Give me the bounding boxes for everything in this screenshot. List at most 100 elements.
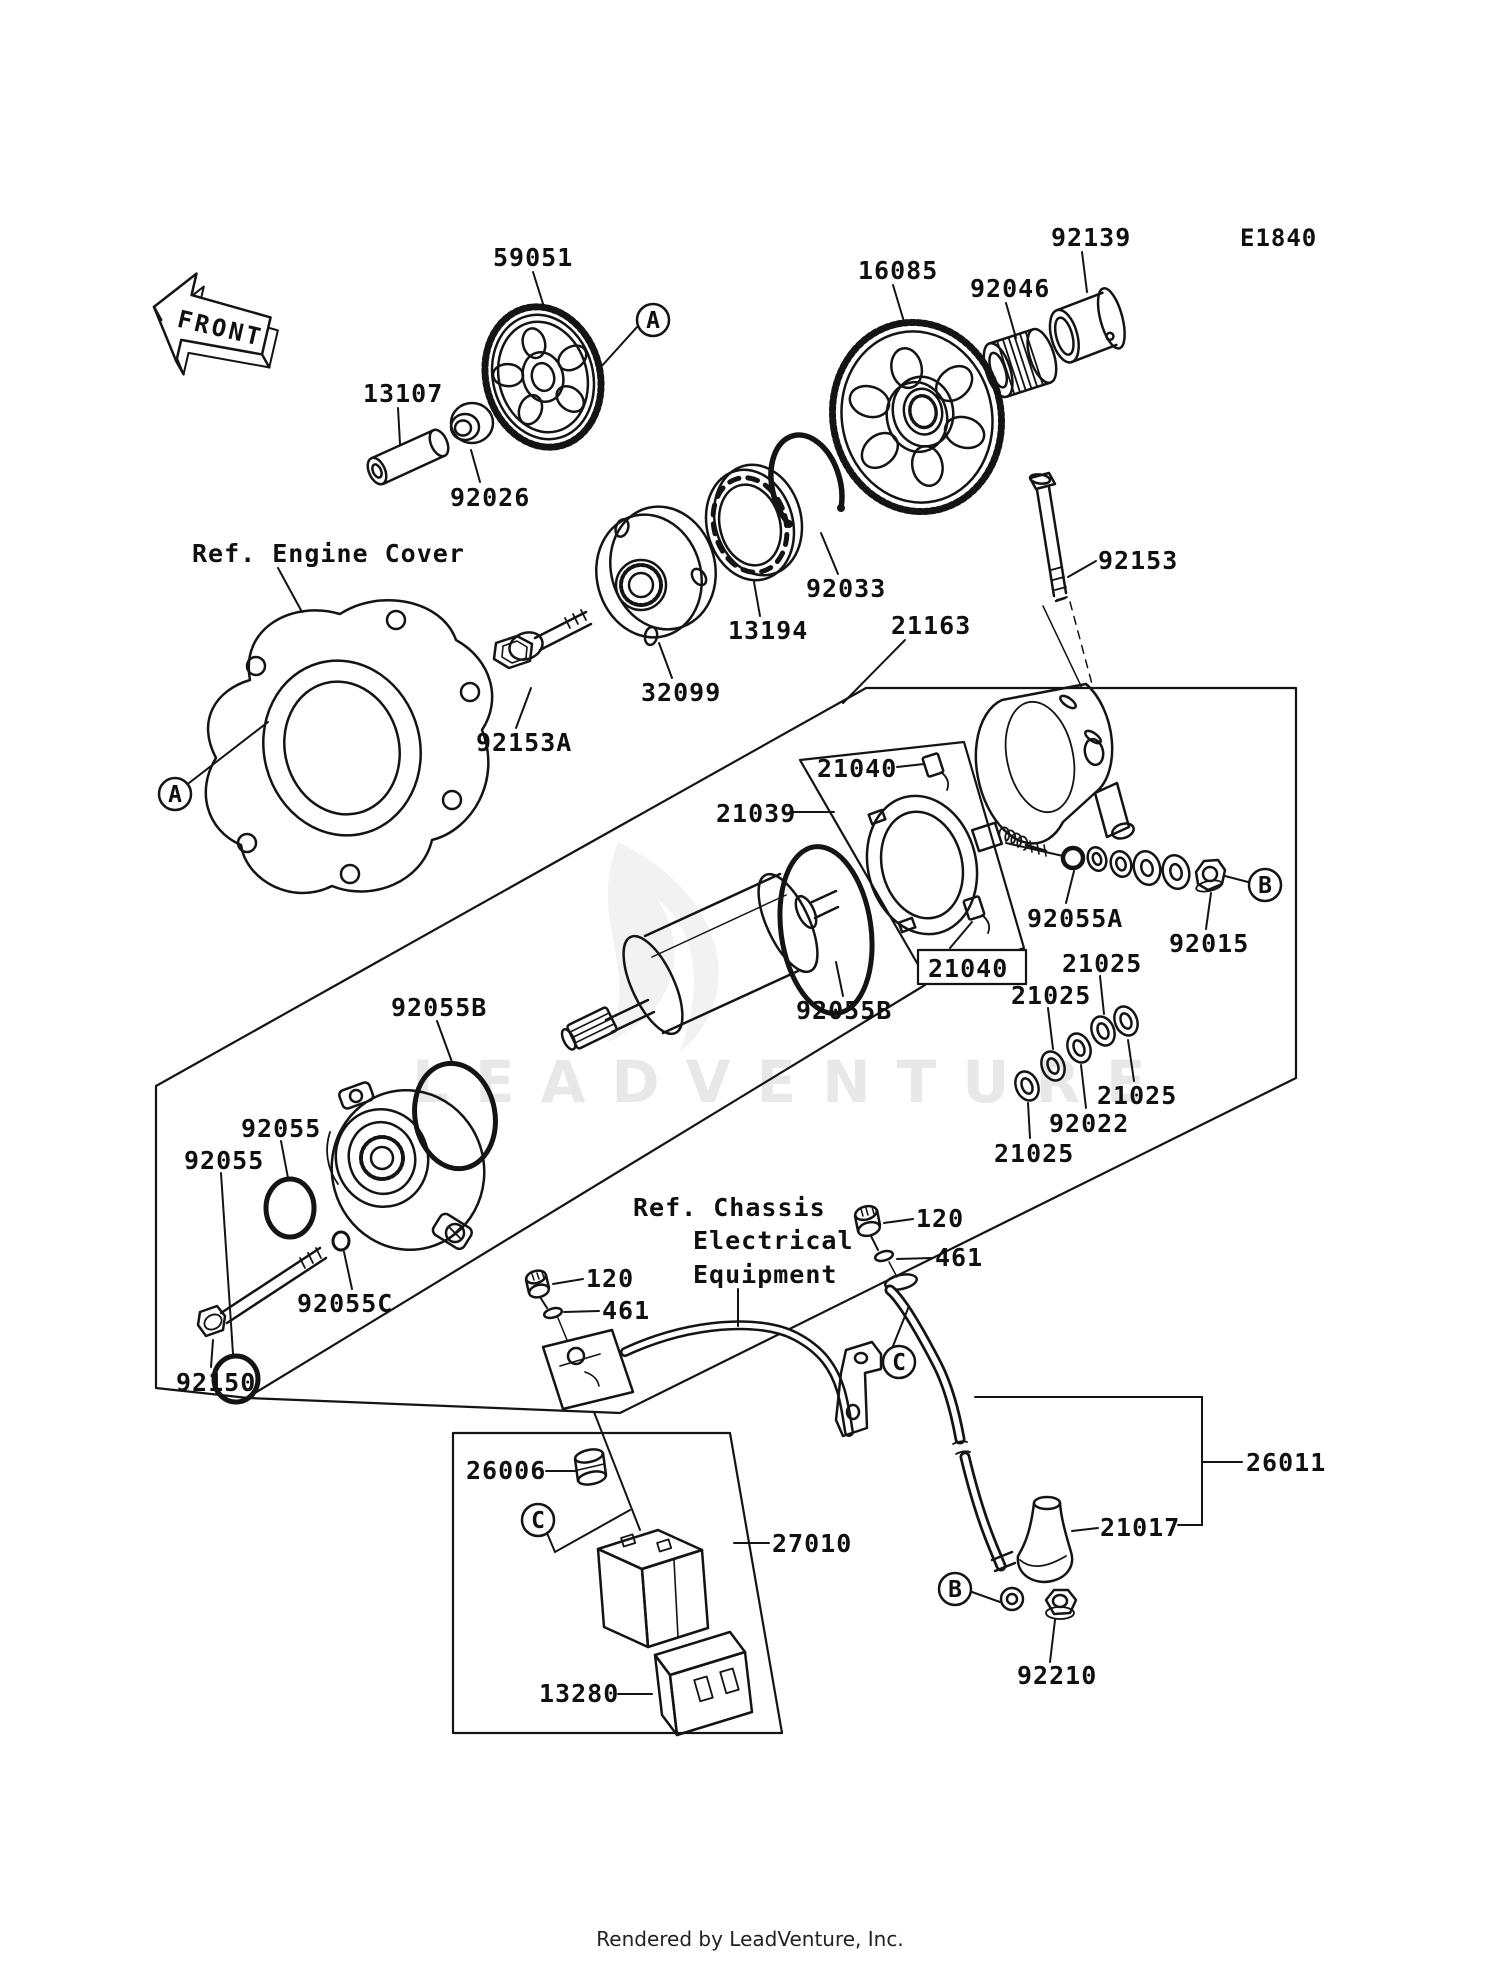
callout-b: B — [937, 1571, 973, 1607]
part-26011-cable — [541, 1320, 883, 1438]
part-label-92055B: 92055B — [391, 993, 487, 1022]
part-label-26011: 26011 — [1246, 1448, 1326, 1477]
part-label-461: 461 — [602, 1296, 650, 1325]
part-92153-bolt — [1028, 471, 1093, 689]
engine-cover-drawing — [204, 599, 494, 895]
part-label-92210: 92210 — [1017, 1661, 1097, 1690]
part-21163-yoke — [974, 682, 1135, 845]
part-92033-snap-ring — [768, 432, 845, 528]
part-label-92055A: 92055A — [1027, 904, 1123, 933]
part-92055A-oring — [1060, 845, 1086, 871]
front-direction-icon: FRONT — [152, 272, 279, 376]
part-92055-oring-2 — [211, 1353, 261, 1405]
part-label-92055: 92055 — [184, 1146, 264, 1175]
part-label-21163: 21163 — [891, 611, 971, 640]
part-21040-brush-bottom — [962, 895, 991, 934]
part-label-92153A: 92153A — [476, 728, 572, 757]
leader-lines — [188, 251, 1249, 1695]
svg-text:A: A — [168, 782, 182, 808]
part-label-21025: 21025 — [1011, 981, 1091, 1010]
footer-credit: Rendered by LeadVenture, Inc. — [596, 1927, 903, 1951]
label-notch-box — [916, 948, 1028, 986]
part-label-92022: 92022 — [1049, 1109, 1129, 1138]
part-92055B-oring-right — [777, 844, 875, 1016]
part-label-32099: 32099 — [641, 678, 721, 707]
part-92210-nut — [1044, 1588, 1078, 1620]
part-label-13194: 13194 — [728, 616, 808, 645]
part-32099-clutch-hub — [595, 505, 717, 647]
part-92139-cap — [1048, 287, 1126, 364]
part-92026-bushing — [449, 401, 495, 445]
part-label-92139: 92139 — [1051, 223, 1131, 252]
part-120-bolt-left — [524, 1269, 568, 1341]
part-label-21040: 21040 — [817, 754, 897, 783]
part-label-21025: 21025 — [994, 1139, 1074, 1168]
callout-a: A — [157, 776, 193, 812]
part-21040-brush-top — [921, 752, 950, 791]
part-16085-gear — [828, 318, 1006, 516]
part-13194-clutch — [704, 463, 804, 582]
part-92150-bolt — [196, 1246, 328, 1338]
svg-text:A: A — [646, 308, 660, 334]
part-label-92153: 92153 — [1098, 546, 1178, 575]
part-92055B-oring-left — [412, 1060, 498, 1172]
part-label-21017: 21017 — [1100, 1513, 1180, 1542]
part-label-16085: 16085 — [858, 256, 938, 285]
part-120-bolt-right — [853, 1204, 898, 1278]
ref-chassis-3: Equipment — [693, 1260, 837, 1289]
part-label-92026: 92026 — [450, 483, 530, 512]
part-92015-nut — [1194, 858, 1227, 893]
part-92055C-oring — [331, 1230, 351, 1252]
part-92055-oring-1 — [263, 1176, 317, 1240]
part-461-washer-left — [542, 1306, 564, 1320]
callout-c: C — [881, 1344, 917, 1380]
part-label-92015: 92015 — [1169, 929, 1249, 958]
part-92046-needle-bearing — [982, 327, 1058, 399]
part-armature-drawing — [560, 872, 840, 1051]
part-13280-holder — [653, 1630, 754, 1737]
washer-group — [1014, 1005, 1139, 1102]
part-label-120: 120 — [916, 1204, 964, 1233]
terminal-stack — [1060, 845, 1227, 893]
part-label-92055B: 92055B — [796, 996, 892, 1025]
part-label-92033: 92033 — [806, 574, 886, 603]
ref-chassis-1: Ref. Chassis — [633, 1193, 826, 1222]
callout-b: B — [1247, 867, 1283, 903]
svg-text:C: C — [531, 1508, 545, 1534]
part-label-120: 120 — [586, 1264, 634, 1293]
part-461-washer-right — [873, 1249, 895, 1263]
part-label-21025: 21025 — [1097, 1081, 1177, 1110]
part-label-461: 461 — [935, 1243, 983, 1272]
part-21017-boot — [1016, 1495, 1074, 1584]
page-code: E1840 — [1240, 224, 1317, 252]
part-label-92055: 92055 — [241, 1114, 321, 1143]
watermark-text: LEADVENTURE — [412, 1048, 1172, 1116]
part-label-21025: 21025 — [1062, 949, 1142, 978]
svg-text:C: C — [892, 1350, 906, 1376]
part-label-21039: 21039 — [716, 799, 796, 828]
part-label-59051: 59051 — [493, 243, 573, 272]
callout-a: A — [635, 302, 671, 338]
part-label-92046: 92046 — [970, 274, 1050, 303]
part-13107-shaft — [366, 428, 450, 486]
part-27010-relay — [596, 1528, 710, 1649]
starter-motor-assembly-box — [154, 686, 1298, 1415]
part-label-26006: 26006 — [466, 1456, 546, 1485]
part-label-92055C: 92055C — [297, 1289, 393, 1318]
part-label-21040: 21040 — [928, 954, 1008, 983]
ref-engine-cover: Ref. Engine Cover — [192, 539, 465, 568]
part-21039-brush-plate — [865, 752, 1048, 936]
starter-relay-box — [451, 1431, 784, 1735]
part-26006-fuse — [573, 1448, 608, 1486]
part-label-27010: 27010 — [772, 1529, 852, 1558]
part-92153A-bolt — [492, 609, 593, 670]
part-label-92150: 92150 — [176, 1368, 256, 1397]
part-label-13280: 13280 — [539, 1679, 619, 1708]
brush-holder-box — [798, 740, 1026, 984]
svg-text:B: B — [1258, 873, 1272, 899]
part-59051-gear — [481, 303, 605, 451]
ref-chassis-2: Electrical — [693, 1226, 854, 1255]
svg-text:B: B — [948, 1577, 962, 1603]
